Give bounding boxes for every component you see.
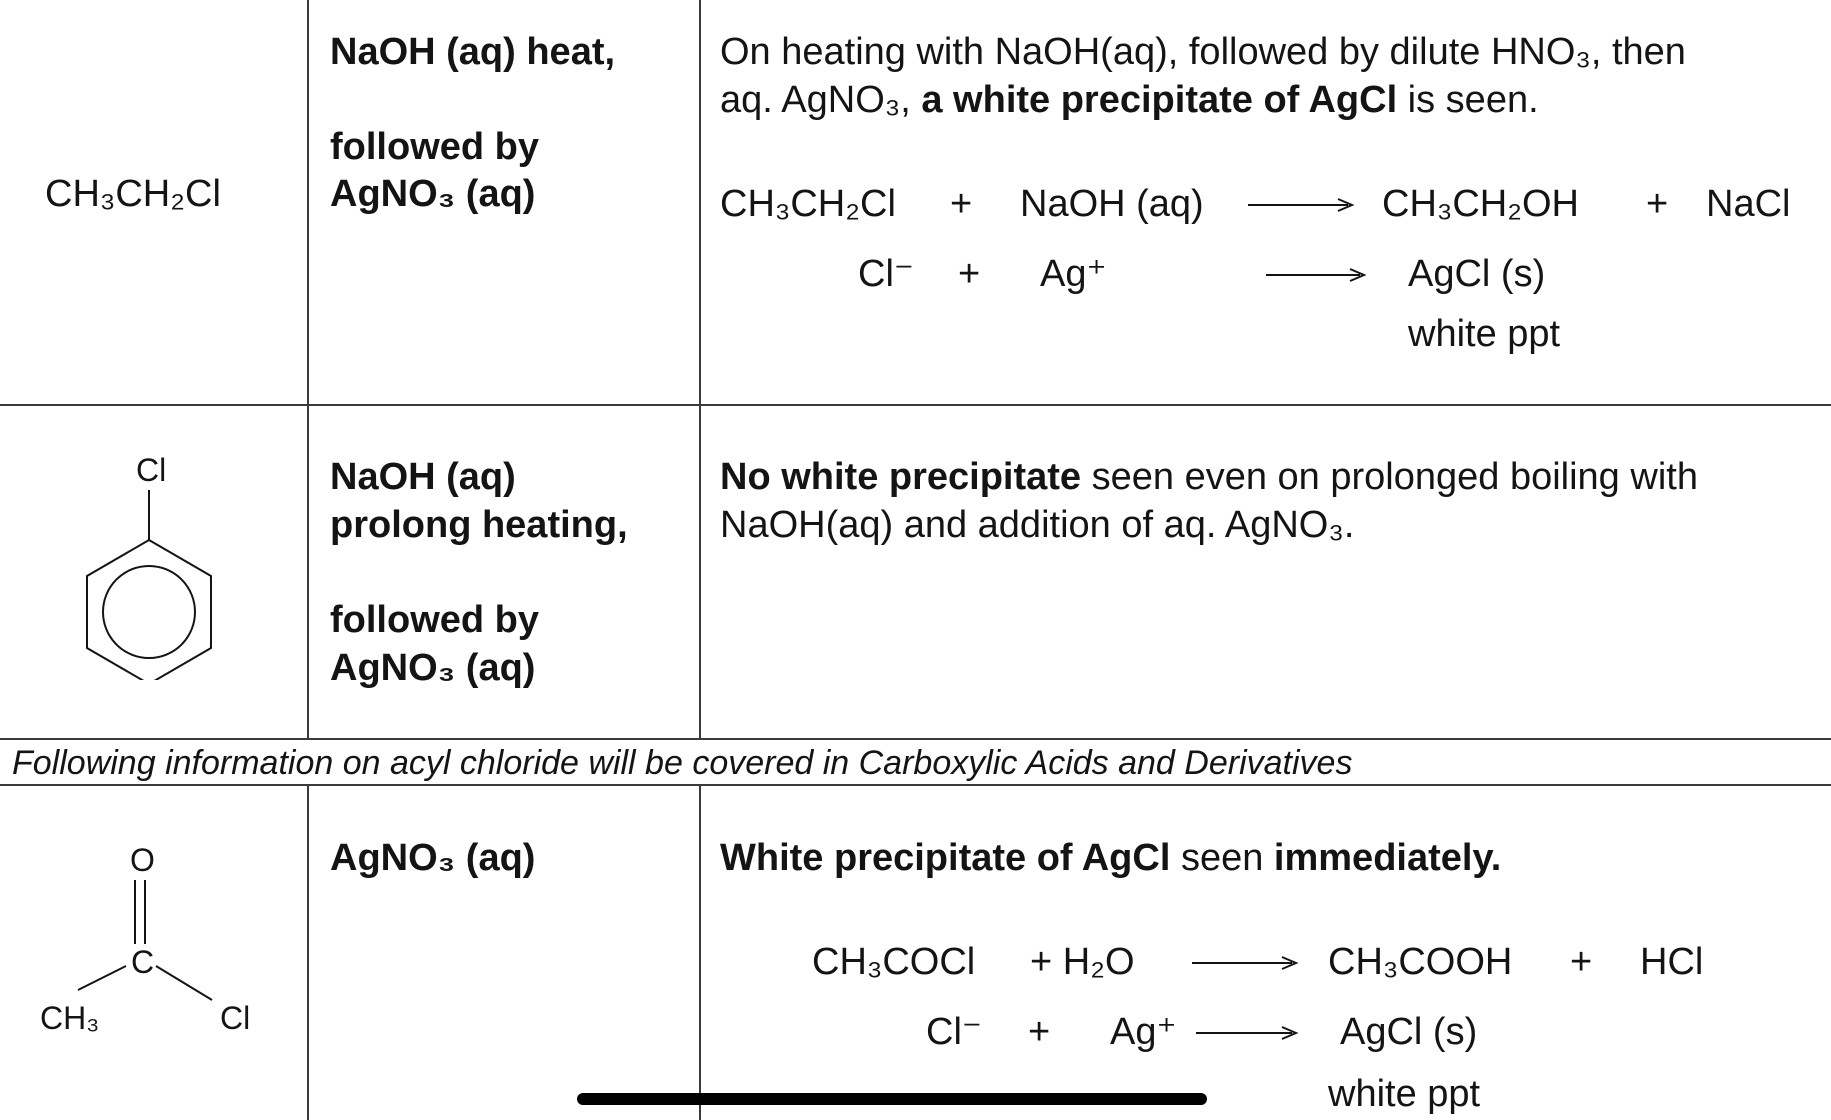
column-divider-2-lower	[699, 784, 701, 1120]
equation-plus: + H₂O	[1030, 941, 1135, 983]
reagent-line: AgNO₃ (aq)	[330, 837, 536, 879]
row-divider-1	[0, 404, 1831, 406]
equation-reactant: NaOH (aq)	[1020, 183, 1204, 225]
reagent-line: NaOH (aq) heat,	[330, 31, 616, 73]
compound-chloroethane: CH₃CH₂Cl	[45, 173, 221, 215]
equation-product: CH₃COOH	[1328, 941, 1513, 983]
column-divider-1-lower	[307, 784, 309, 1120]
equation-reactant: Cl⁻	[926, 1011, 982, 1053]
equation-product: CH₃CH₂OH	[1382, 183, 1579, 225]
equation-plus: +	[1028, 1011, 1051, 1053]
equation-product: HCl	[1640, 941, 1704, 983]
reaction-arrow	[1192, 956, 1299, 970]
row-divider-2	[0, 738, 1831, 740]
observation-line: White precipitate of AgCl seen immediate…	[720, 837, 1502, 879]
reagent-line: prolong heating,	[330, 504, 628, 546]
observation-line: On heating with NaOH(aq), followed by di…	[720, 31, 1686, 73]
carbon-atom-label: C	[131, 944, 155, 980]
reagent-line: followed by	[330, 126, 539, 168]
reagent-line: NaOH (aq)	[330, 456, 516, 498]
chlorine-atom-label: Cl	[220, 1000, 251, 1036]
column-divider-2	[699, 0, 701, 740]
equation-reactant: Ag⁺	[1110, 1011, 1177, 1053]
observation-line: NaOH(aq) and addition of aq. AgNO₃.	[720, 504, 1355, 546]
equation-plus: +	[950, 183, 973, 225]
equation-plus: +	[958, 253, 981, 295]
reaction-arrow	[1248, 198, 1355, 212]
section-note: Following information on acyl chloride w…	[12, 744, 1353, 782]
equation-reactant: CH₃COCl	[812, 941, 976, 983]
column-divider-1	[307, 0, 309, 740]
equation-reactant: CH₃CH₂Cl	[720, 183, 896, 225]
chlorine-atom-label: Cl	[136, 452, 167, 488]
equation-reactant: Cl⁻	[858, 253, 914, 295]
equation-reactant: Ag⁺	[1040, 253, 1107, 295]
equation-note: white ppt	[1408, 313, 1561, 355]
reagent-line: AgNO₃ (aq)	[330, 647, 536, 689]
methyl-group-label: CH₃	[40, 1000, 100, 1036]
equation-plus: +	[1646, 183, 1669, 225]
oxygen-atom-label: O	[130, 842, 155, 878]
chlorobenzene-structure	[86, 490, 212, 680]
home-indicator-bar[interactable]	[577, 1093, 1207, 1105]
equation-product: AgCl (s)	[1340, 1011, 1478, 1053]
equation-note: white ppt	[1328, 1073, 1481, 1115]
equation-product: AgCl (s)	[1408, 253, 1546, 295]
reagent-line: AgNO₃ (aq)	[330, 173, 536, 215]
equation-plus: +	[1570, 941, 1593, 983]
reaction-arrow	[1196, 1026, 1299, 1040]
reaction-arrow	[1266, 268, 1367, 282]
observation-line: No white precipitate seen even on prolon…	[720, 456, 1698, 498]
acetyl-chloride-bonds	[77, 880, 213, 1001]
reagent-line: followed by	[330, 599, 539, 641]
row-divider-3	[0, 784, 1831, 786]
equation-product: NaCl	[1706, 183, 1791, 225]
observation-line: aq. AgNO₃, a white precipitate of AgCl i…	[720, 79, 1539, 121]
